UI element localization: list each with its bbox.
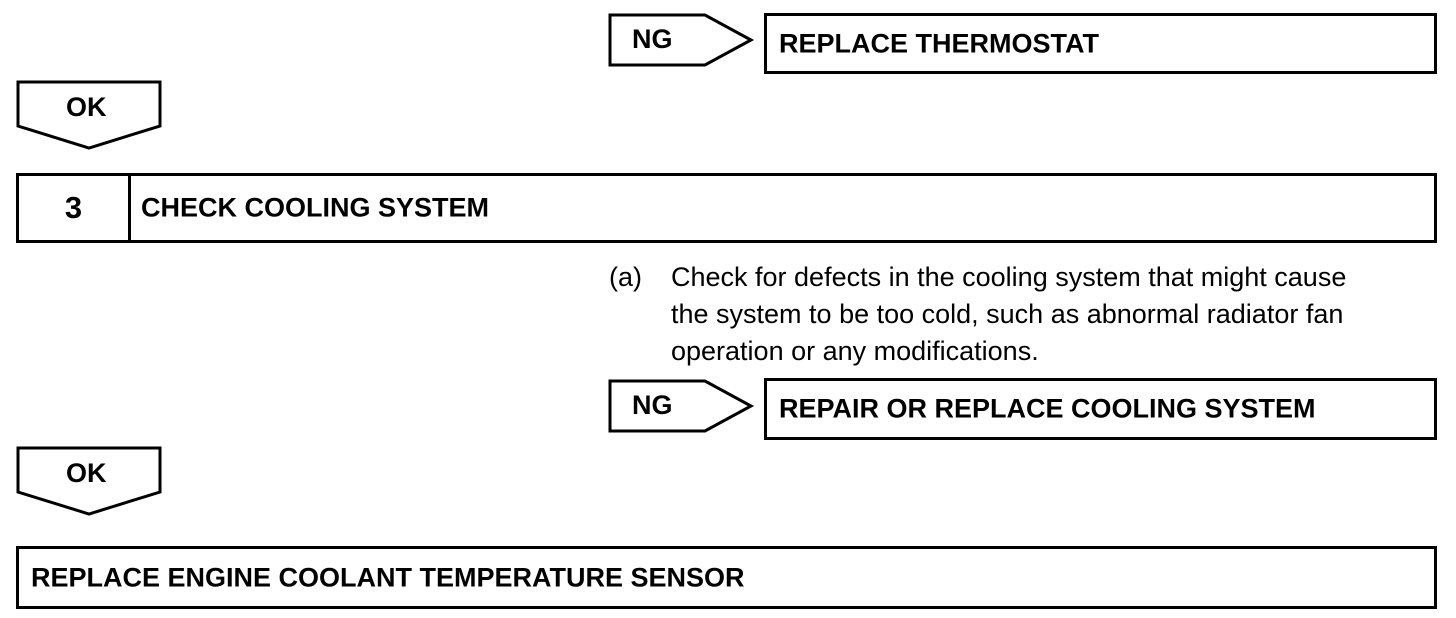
replace-sensor-label: REPLACE ENGINE COOLANT TEMPERATURE SENSO…: [31, 562, 745, 592]
substep-line: the system to be too cold, such as abnor…: [671, 299, 1344, 329]
replace-sensor-box: REPLACE ENGINE COOLANT TEMPERATURE SENSO…: [16, 546, 1437, 609]
step-title: CHECK COOLING SYSTEM: [141, 192, 490, 223]
ng-label-1: NG: [632, 24, 673, 54]
replace-thermostat-box: REPLACE THERMOSTAT: [764, 13, 1437, 74]
ng-arrow-1: [608, 13, 755, 67]
ok-arrow-2: [16, 446, 162, 516]
repair-cooling-system-box: REPAIR OR REPLACE COOLING SYSTEM: [764, 378, 1437, 440]
substep-line: operation or any modifications.: [671, 336, 1039, 366]
substep-line: Check for defects in the cooling system …: [671, 262, 1347, 292]
substep-text: Check for defects in the cooling system …: [671, 259, 1451, 370]
ng-label-2: NG: [632, 390, 673, 420]
step-3-header: 3 CHECK COOLING SYSTEM: [16, 173, 1437, 243]
ng-arrow-2: [608, 379, 755, 433]
repair-cooling-system-label: REPAIR OR REPLACE COOLING SYSTEM: [779, 393, 1316, 424]
ok-label-2: OK: [66, 458, 107, 488]
replace-thermostat-label: REPLACE THERMOSTAT: [779, 28, 1099, 58]
step-number: 3: [19, 176, 131, 240]
ok-arrow-1: [16, 80, 162, 150]
ok-label-1: OK: [66, 92, 107, 122]
substep-marker: (a): [609, 262, 642, 292]
